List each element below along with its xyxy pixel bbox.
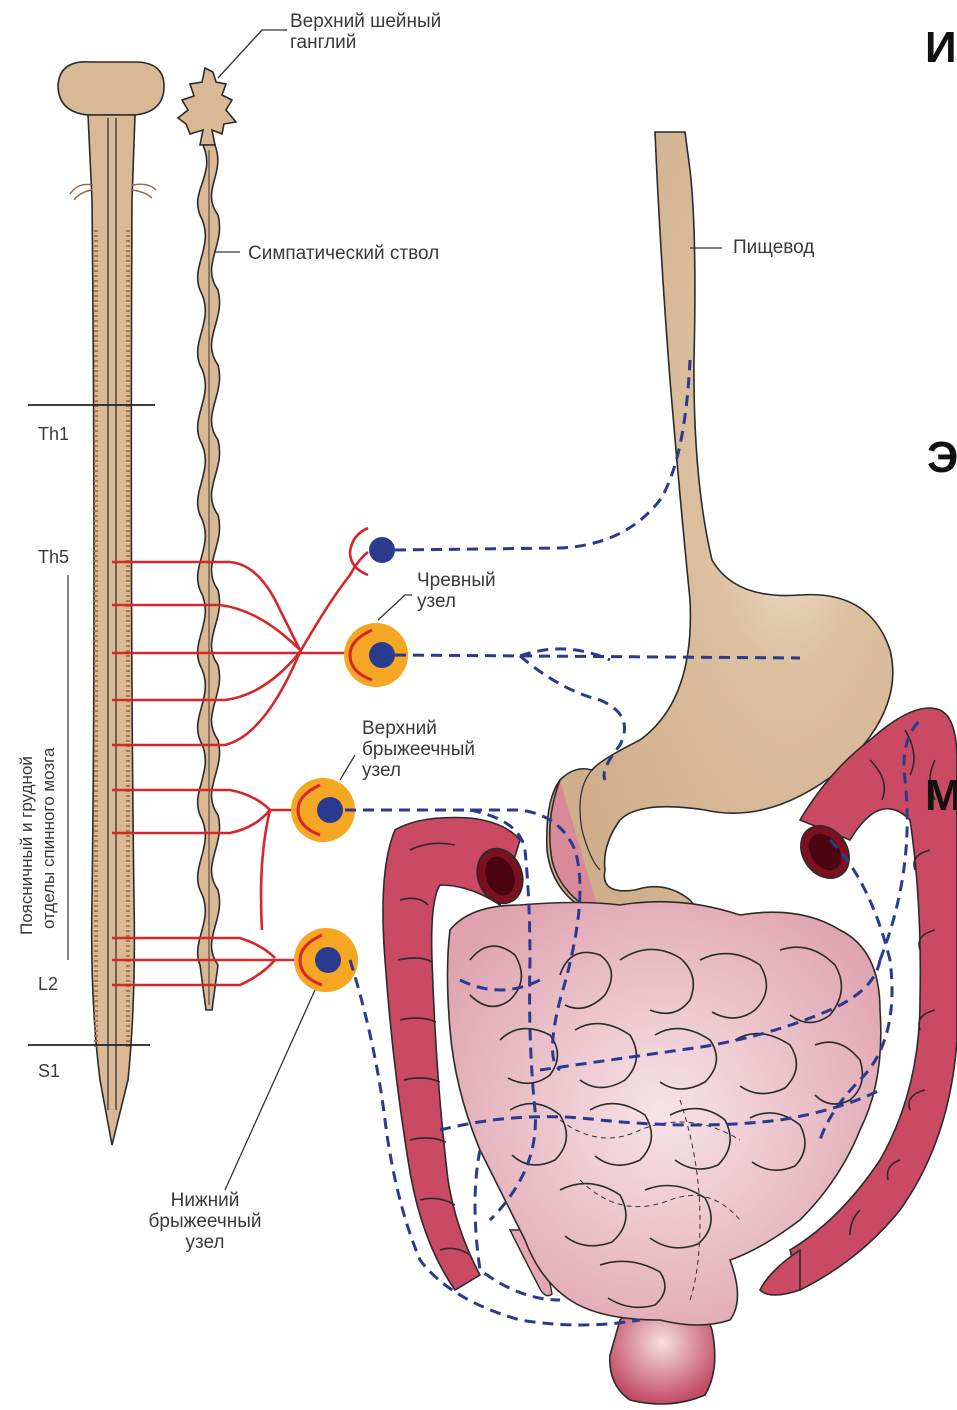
spinal-cord <box>58 62 164 1145</box>
cropped-letter-3: М <box>925 771 957 820</box>
level-markers: Th1 Th5 L2 S1 <box>28 405 155 1081</box>
svg-text:Чревный: Чревный <box>417 570 496 591</box>
svg-text:ганглий: ганглий <box>290 32 356 53</box>
level-th1: Th1 <box>38 424 69 444</box>
svg-text:брыжеечный: брыжеечный <box>362 739 475 760</box>
level-s1: S1 <box>38 1061 60 1081</box>
svg-text:Верхний: Верхний <box>362 718 437 739</box>
label-superior-mesenteric-node: Верхний брыжеечный узел <box>362 718 475 781</box>
label-inferior-mesenteric-node: Нижний брыжеечный узел <box>149 1190 262 1253</box>
svg-text:отделы спинного мозга: отделы спинного мозга <box>39 747 58 929</box>
sympathetic-trunk <box>178 68 236 1010</box>
svg-text:Нижний: Нижний <box>171 1190 240 1211</box>
inferior-mesenteric-ganglion <box>294 928 358 992</box>
cropped-letter-2: Э <box>927 433 957 482</box>
label-sympathetic-trunk: Симпатический ствол <box>248 243 439 264</box>
level-l2: L2 <box>38 974 58 994</box>
label-celiac-node: Чревный узел <box>417 570 496 612</box>
spinal-region-label: Поясничный и грудной отделы спинного моз… <box>17 747 58 935</box>
svg-text:узел: узел <box>185 1232 224 1253</box>
svg-text:узел: узел <box>362 760 401 781</box>
label-esophagus: Пищевод <box>733 237 814 258</box>
label-superior-cervical-ganglion: Верхний шейный ганглий <box>290 11 441 53</box>
preganglionic-fibers <box>112 528 368 985</box>
cropped-letter-1: И <box>925 23 957 72</box>
level-th5: Th5 <box>38 547 69 567</box>
upper-thoracic-ganglion <box>369 537 395 563</box>
svg-text:узел: узел <box>417 591 456 612</box>
svg-text:Поясничный и грудной: Поясничный и грудной <box>17 756 36 935</box>
svg-text:Верхний шейный: Верхний шейный <box>290 11 441 32</box>
svg-text:брыжеечный: брыжеечный <box>149 1211 262 1232</box>
